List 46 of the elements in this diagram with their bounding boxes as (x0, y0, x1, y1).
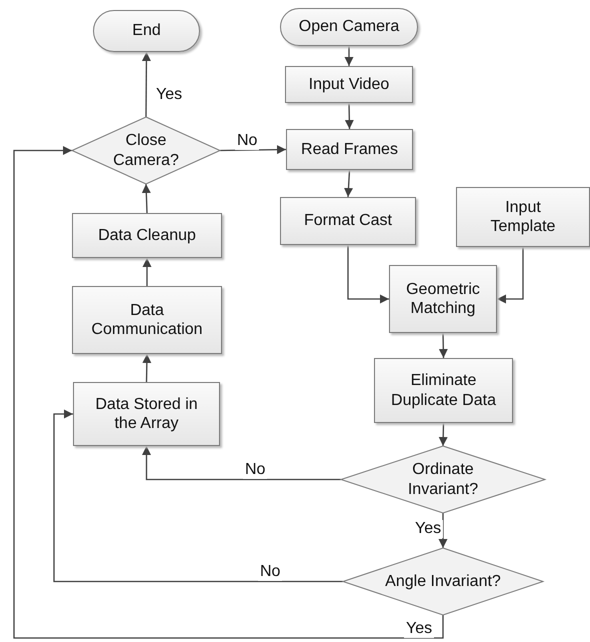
arrow (438, 422, 448, 446)
arrow (344, 170, 353, 198)
edge-label: Yes (413, 520, 444, 538)
node-label: Eliminate Duplicate Data (390, 371, 497, 410)
arrow (344, 46, 354, 66)
node-label: Data Cleanup (97, 226, 197, 246)
node-label: End (131, 21, 162, 41)
arrow (142, 446, 341, 480)
node-label: Angle Invariant? (384, 572, 502, 592)
terminal-shape (280, 8, 418, 46)
process-box (456, 187, 590, 247)
node-label: Read Frames (300, 140, 399, 160)
process-box (374, 358, 513, 423)
process-box (285, 66, 413, 103)
node-label: Ordinate Invariant? (406, 460, 480, 499)
edge-label: No (243, 461, 268, 479)
process-box (280, 197, 416, 245)
arrow (438, 513, 448, 548)
node-label: Data Stored in the Array (94, 394, 199, 434)
arrow (347, 245, 389, 304)
arrow (142, 258, 152, 286)
arrow (438, 332, 448, 358)
node-label: Geometric Matching (405, 280, 481, 318)
node-label: Open Camera (298, 17, 400, 37)
process-box (72, 213, 222, 258)
edge-label: Yes (404, 620, 434, 638)
process-box (286, 129, 413, 170)
edge-label: No (258, 563, 282, 581)
terminal-shape (93, 10, 200, 52)
edge-label: No (235, 132, 260, 150)
node-label: Close Camera? (112, 131, 180, 170)
arrow (220, 145, 286, 154)
arrow (142, 52, 151, 117)
process-box (389, 265, 497, 333)
arrow (497, 247, 524, 304)
node-label: Input Video (308, 74, 390, 94)
arrow (344, 102, 354, 130)
process-box (72, 286, 222, 354)
process-box (73, 382, 220, 446)
node-label: Input Template (490, 198, 556, 236)
arrow (53, 410, 343, 582)
arrow (142, 354, 152, 382)
node-label: Data Communication (90, 300, 204, 340)
node-label: Format Cast (302, 211, 393, 231)
arrow (142, 184, 151, 214)
arrow (13, 146, 444, 639)
